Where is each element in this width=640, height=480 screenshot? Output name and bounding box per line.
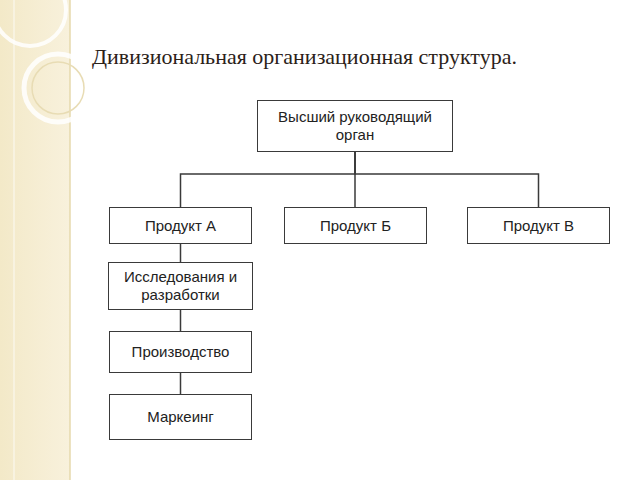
slide-title: Дивизиональная организационная структура…	[92, 44, 517, 70]
connector-line	[180, 310, 182, 331]
deco-circle	[24, 54, 92, 122]
strip-edge	[69, 0, 71, 480]
division-box: Продукт В	[467, 207, 610, 244]
connector-line	[180, 244, 182, 262]
box-label: Производство	[132, 343, 230, 361]
box-label: Продукт А	[145, 217, 216, 235]
box-label: Продукт Б	[320, 217, 391, 235]
box-label: Высший руководящий орган	[266, 108, 444, 144]
connector-line	[180, 373, 182, 394]
top-management-box: Высший руководящий орган	[257, 100, 453, 152]
deco-circle	[0, 0, 66, 46]
division-box: Продукт А	[109, 207, 252, 244]
box-label: Маркеинг	[147, 408, 214, 426]
deco-circle	[32, 62, 84, 114]
box-label: Продукт В	[503, 217, 574, 235]
box-label: Исследования и разработки	[117, 268, 244, 304]
strip-line	[14, 0, 15, 480]
division-box: Продукт Б	[284, 207, 427, 244]
division-box: Маркеинг	[109, 394, 252, 440]
connector-line	[355, 152, 539, 207]
connector-line	[181, 152, 356, 207]
division-box: Производство	[109, 331, 252, 373]
side-strip	[0, 0, 70, 480]
division-box: Исследования и разработки	[108, 262, 253, 310]
